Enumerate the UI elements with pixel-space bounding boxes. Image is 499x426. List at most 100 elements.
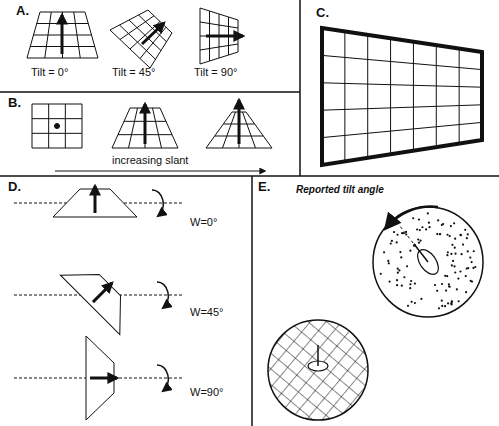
grid-line — [322, 55, 482, 69]
texture-dot — [397, 268, 399, 270]
texture-dot — [437, 219, 439, 221]
texture-dot — [460, 253, 462, 255]
grid-line — [436, 45, 437, 147]
texture-dot — [418, 218, 420, 220]
texture-dot — [407, 305, 409, 307]
texture-dot — [454, 247, 456, 249]
texture-dot — [452, 260, 454, 262]
panel-letter: B. — [8, 96, 21, 110]
texture-dot — [383, 251, 385, 253]
grid-line — [139, 15, 167, 42]
texture-dot — [451, 244, 453, 246]
texture-dot — [388, 262, 390, 264]
texture-dot — [400, 256, 402, 258]
grid-line — [390, 38, 391, 154]
texture-dot — [474, 266, 476, 268]
texture-dot — [414, 283, 416, 285]
texture-dot — [396, 279, 398, 281]
tilt-label: Tilt = 45° — [112, 66, 155, 78]
texture-dot — [449, 286, 451, 288]
texture-dot — [451, 264, 453, 266]
texture-dot — [454, 253, 456, 255]
panel-letter: E. — [258, 180, 270, 194]
texture-dot — [427, 212, 429, 214]
texture-dot — [447, 251, 449, 253]
texture-dot — [409, 250, 411, 252]
texture-dot — [448, 285, 450, 287]
texture-dot — [411, 301, 413, 303]
grid-line — [129, 20, 161, 51]
texture-dot — [462, 243, 464, 245]
texture-dot — [453, 265, 455, 267]
grid-line — [153, 108, 162, 148]
texture-dot — [388, 280, 390, 282]
texture-dot — [418, 242, 420, 244]
tilt-label: Tilt = 90° — [194, 66, 237, 78]
texture-dot — [409, 283, 411, 285]
grid-lines — [32, 104, 82, 148]
texture-dot — [441, 300, 443, 302]
texture-dot — [436, 233, 438, 235]
probe-displays — [260, 207, 483, 426]
texture-dot — [442, 223, 444, 225]
rotation-sequence — [14, 186, 182, 420]
texture-dot — [436, 290, 438, 292]
texture-dot — [401, 232, 403, 234]
grid-line — [223, 112, 236, 148]
texture-dot — [454, 238, 456, 240]
texture-dot — [466, 267, 468, 269]
annotation: Reported tilt angle — [296, 184, 384, 195]
texture-dot — [409, 287, 411, 289]
texture-dot — [396, 241, 398, 243]
rotation-label: W=90° — [190, 386, 223, 398]
texture-dot — [410, 280, 412, 282]
texture-dot — [459, 234, 461, 236]
grid-line — [367, 35, 368, 158]
texture-dot — [396, 234, 398, 236]
grid-line — [120, 25, 156, 59]
texture-dot — [420, 298, 422, 300]
texture-dot — [470, 280, 472, 282]
texture-dot — [380, 273, 382, 275]
texture-dot — [460, 234, 462, 236]
texture-dot — [446, 254, 448, 256]
grid-line — [32, 133, 82, 134]
texture-dot — [401, 285, 403, 287]
grid-line — [129, 108, 138, 148]
texture-dot — [464, 229, 466, 231]
texture-dot — [465, 291, 467, 293]
texture-dot — [465, 275, 467, 277]
texture-dot — [450, 225, 452, 227]
texture-dot — [451, 303, 453, 305]
texture-dot — [396, 284, 398, 286]
texture-dot — [391, 240, 393, 242]
texture-dot — [441, 283, 443, 285]
texture-dot — [459, 270, 461, 272]
texture-dot — [393, 231, 395, 233]
texture-dot — [399, 251, 401, 253]
texture-dot — [453, 222, 455, 224]
texture-dot — [469, 257, 471, 259]
panel-letter: C. — [316, 6, 329, 20]
grid-line — [243, 112, 256, 148]
texture-dot — [419, 229, 421, 231]
grid-line — [48, 104, 49, 148]
texture-dot — [471, 261, 473, 263]
texture-dot — [428, 226, 430, 228]
grid-line — [459, 49, 460, 144]
grid-lines — [120, 15, 167, 59]
tilt-grids — [27, 8, 243, 68]
texture-dot — [439, 233, 441, 235]
texture-dot — [445, 289, 447, 291]
grid-line — [62, 12, 63, 58]
texture-dot — [472, 267, 474, 269]
grid-line — [322, 83, 482, 87]
texture-dot — [473, 250, 475, 252]
texture-dot — [458, 300, 460, 302]
texture-dot — [416, 228, 418, 230]
rotation-label: W=45° — [190, 306, 223, 318]
texture-dot — [467, 233, 469, 235]
